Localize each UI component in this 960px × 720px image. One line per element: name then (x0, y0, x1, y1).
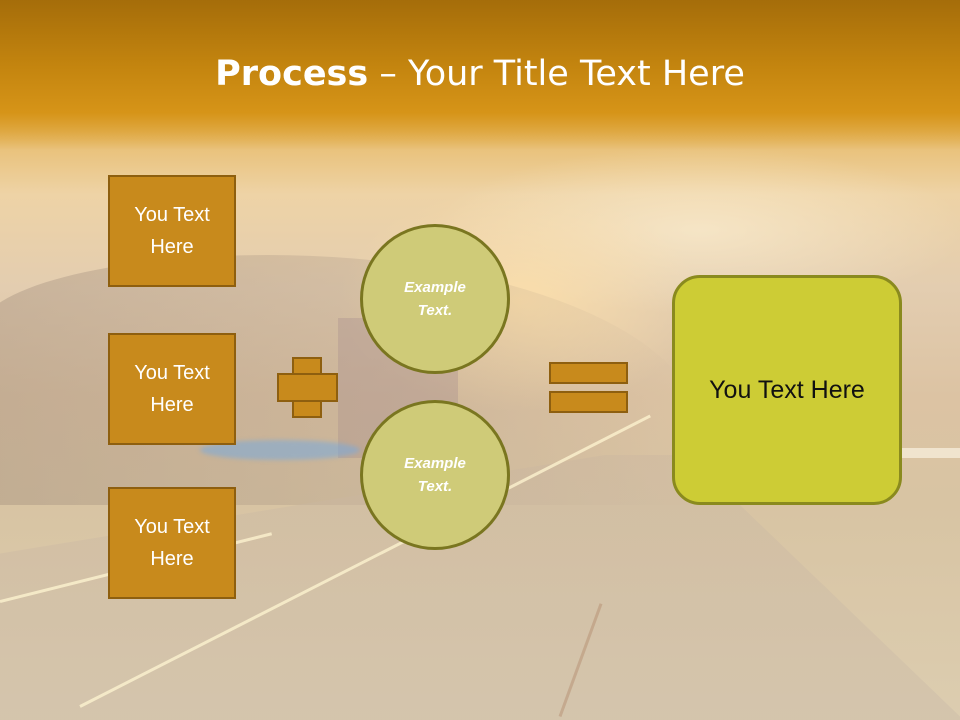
equals-icon-bottom-bar (549, 391, 628, 413)
equals-icon-top-bar (549, 362, 628, 384)
title-band (0, 0, 960, 150)
text-box-2: You Text Here (108, 333, 236, 445)
title-rest: – Your Title Text Here (368, 54, 745, 94)
circle-label: Example Text. (404, 279, 466, 319)
circle-label: Example Text. (404, 455, 466, 495)
background-car (200, 440, 360, 460)
text-box-label: You Text Here (134, 362, 210, 416)
example-circle-2: Example Text. (360, 400, 510, 550)
text-box-label: You Text Here (134, 516, 210, 570)
text-box-1: You Text Here (108, 175, 236, 287)
result-box: You Text Here (672, 275, 902, 505)
example-circle-1: Example Text. (360, 224, 510, 374)
plus-icon-center (294, 375, 320, 400)
background-guardrail (895, 448, 960, 458)
slide-title: Process – Your Title Text Here (0, 52, 960, 96)
result-label: You Text Here (709, 375, 865, 404)
text-box-3: You Text Here (108, 487, 236, 599)
text-box-label: You Text Here (134, 204, 210, 258)
title-bold: Process (215, 54, 369, 94)
